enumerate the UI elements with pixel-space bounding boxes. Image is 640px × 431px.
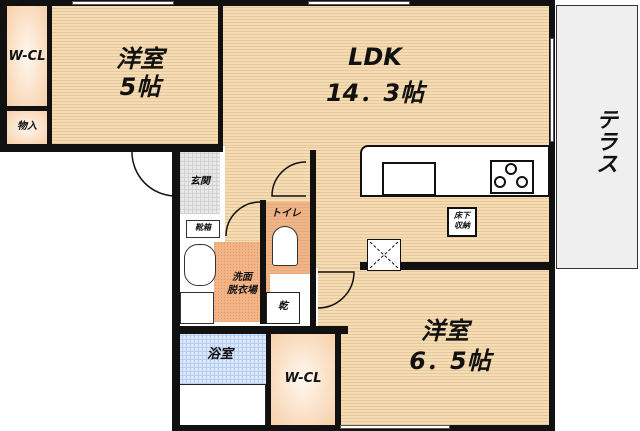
- terrace-area: [556, 5, 638, 269]
- wall-closet2-right: [335, 326, 341, 426]
- wall-left: [0, 0, 7, 152]
- entrance-label: 玄関: [190, 176, 210, 187]
- ldk-room: [223, 6, 549, 146]
- bathroom-floor: [178, 334, 266, 384]
- window-room5: [72, 1, 174, 5]
- kitchen-sink: [382, 162, 436, 196]
- washroom-label-1: 洗面: [232, 272, 252, 283]
- walk-in-closet-1-label: W-CL: [8, 49, 46, 64]
- terrace-label: テラス: [592, 108, 617, 174]
- toilet-label: トイレ: [271, 208, 301, 219]
- wall-room5-bottom: [0, 144, 223, 152]
- western-room-5jo: [52, 6, 220, 144]
- window-ldk: [308, 1, 410, 5]
- ldk-name: LDK: [348, 43, 402, 71]
- wall-room6-top: [360, 262, 550, 270]
- room5-name: 洋室: [116, 45, 164, 73]
- walk-in-closet-2: [271, 334, 335, 425]
- washroom-label-2: 脱衣場: [227, 285, 257, 296]
- wall-toilet-right: [310, 150, 316, 328]
- walk-in-closet-2-label: W-CL: [284, 371, 322, 386]
- room6-size: 6．5帖: [409, 347, 491, 375]
- wall-closet-divider: [47, 6, 52, 152]
- shoe-box-label: 靴箱: [195, 223, 211, 232]
- burner-icon: [494, 176, 506, 188]
- burner-icon: [516, 176, 528, 188]
- room6-door[interactable]: [316, 268, 356, 312]
- storage-label: 物入: [17, 121, 37, 132]
- wall-bath-top: [172, 326, 348, 334]
- ldk-size: 14．3帖: [325, 79, 425, 107]
- entrance-door[interactable]: [130, 150, 180, 198]
- shoe-box: [186, 220, 220, 238]
- entrance-floor: [180, 152, 220, 214]
- toilet-fixture: [272, 226, 298, 266]
- washbasin-unit: [184, 244, 216, 286]
- room5-size: 5帖: [119, 73, 161, 101]
- wall-toilet-left: [260, 200, 266, 324]
- walk-in-closet-1: [7, 6, 47, 106]
- room6-name: 洋室: [421, 317, 469, 345]
- window-terrace: [550, 38, 554, 142]
- wall-room5-ldk: [218, 6, 223, 152]
- storage-closet: [7, 111, 47, 144]
- underfloor-storage-label-2: 収納: [454, 221, 470, 230]
- underfloor-storage-label-1: 床下: [454, 211, 470, 220]
- wall-entrance-left: [172, 150, 180, 431]
- fridge-space: [367, 239, 401, 271]
- western-room-6-5jo: [318, 268, 549, 425]
- washroom-door[interactable]: [224, 200, 264, 244]
- wall-closet-storage-divider: [7, 106, 47, 111]
- wall-top: [0, 0, 552, 6]
- washing-machine-space: [180, 292, 214, 324]
- dryer-space: [266, 292, 300, 324]
- wall-right: [549, 0, 555, 431]
- toilet-door[interactable]: [270, 160, 310, 202]
- window-room6: [340, 425, 450, 429]
- dryer-label: 乾: [278, 301, 288, 312]
- bathtub: [178, 384, 266, 426]
- wall-closet2-left: [266, 326, 271, 426]
- cross-mark-icon: [369, 241, 399, 269]
- burner-icon: [505, 163, 517, 175]
- bathroom-label: 浴室: [206, 347, 233, 362]
- underfloor-storage: [447, 207, 477, 237]
